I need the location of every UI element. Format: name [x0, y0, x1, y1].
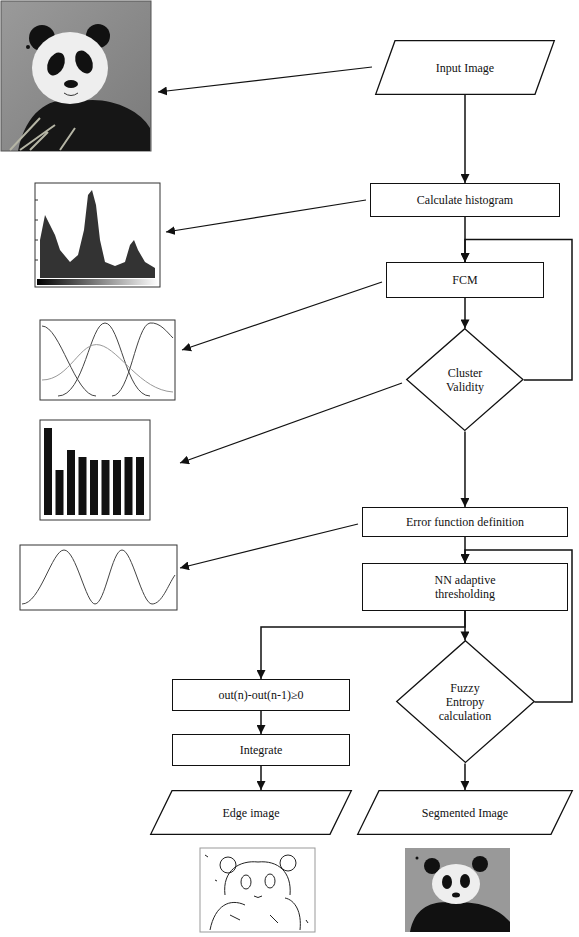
process-box: Error function definition: [362, 507, 568, 537]
shape-outline: [151, 791, 352, 835]
panda-eye: [44, 50, 69, 79]
flow-arrow: [464, 298, 466, 328]
edge-contour: [210, 896, 300, 930]
leader-arrow: [182, 282, 382, 350]
bar: [102, 460, 110, 515]
membership-curve: [42, 345, 173, 392]
bar: [125, 457, 133, 515]
flow-arrow: [464, 611, 466, 640]
bamboo: [10, 118, 75, 150]
segment-nose: [452, 893, 460, 898]
image-frame: [200, 848, 315, 932]
panda-nose: [64, 80, 78, 88]
leader-arrow: [180, 524, 358, 568]
edge-dots: [205, 855, 308, 923]
shape-outline: [396, 641, 533, 763]
io-parallelogram: Segmented Image: [357, 790, 573, 835]
image-frame: [405, 848, 510, 932]
leader-arrow: [166, 200, 366, 232]
flow-arrow: [260, 711, 262, 734]
membership-curve: [42, 326, 96, 396]
bar: [67, 450, 75, 515]
error-function-plot: [20, 545, 177, 610]
process-box: FCM: [386, 262, 544, 298]
flow-arrow: [464, 432, 466, 507]
node-text: out(n)-out(n-1)≥0: [218, 688, 303, 702]
validity-bar-chart: [40, 420, 150, 520]
node-text: Input Image: [436, 61, 494, 75]
edge-contour: [265, 874, 275, 888]
node-text: Segmented Image: [422, 806, 508, 820]
node-text: Calculate histogram: [417, 193, 513, 207]
bar: [56, 470, 64, 515]
process-box: NN adaptive thresholding: [362, 563, 568, 611]
histogram-plot: [35, 183, 160, 287]
bar: [136, 457, 144, 515]
plot-frame: [35, 183, 160, 287]
panda-photo: [1, 1, 151, 151]
leader-arrow: [180, 383, 402, 463]
node-text: Fuzzy Entropy calculation: [432, 681, 498, 723]
decision-diamond: Fuzzy Entropy calculation: [396, 640, 535, 763]
segment-dot: [416, 857, 419, 860]
segment-head: [432, 864, 480, 904]
segment-ear: [472, 856, 488, 872]
node-text: Integrate: [240, 743, 283, 757]
io-parallelogram: Edge image: [150, 790, 352, 835]
node-text: FCM: [452, 273, 477, 287]
segment-eye: [460, 874, 470, 888]
panda-head: [32, 32, 108, 104]
flow-arrow: [260, 766, 262, 790]
segmented-image: [405, 848, 510, 932]
bar: [113, 460, 121, 515]
histogram-bars: [40, 190, 155, 278]
bar: [44, 428, 52, 515]
edge-contour: [280, 855, 296, 871]
segment-body: [410, 902, 510, 932]
node-text: Error function definition: [406, 515, 524, 529]
shape-outline: [376, 41, 555, 95]
node-text: NN adaptive thresholding: [415, 573, 515, 601]
axis-ticks: [35, 200, 38, 260]
error-curve: [22, 550, 175, 604]
edge-contour: [220, 857, 236, 873]
membership-plot: [40, 320, 175, 400]
process-box: Integrate: [172, 734, 350, 766]
segment-eye: [442, 875, 452, 889]
edge-image: [200, 848, 315, 932]
bar: [90, 460, 98, 515]
photo-frame: [1, 1, 151, 151]
flow-arrow: [464, 95, 466, 183]
edge-contour: [225, 862, 291, 895]
panda-mouth: [64, 93, 78, 96]
leader-arrow: [158, 67, 372, 92]
edge-contour: [241, 875, 251, 889]
plot-frame: [40, 420, 150, 520]
leader-arrows: [158, 67, 402, 568]
io-parallelogram: Input Image: [375, 40, 555, 95]
bar: [79, 457, 87, 515]
shape-outline: [358, 791, 573, 835]
panda-eye: [72, 48, 97, 77]
process-box: Calculate histogram: [370, 183, 560, 217]
node-text: Edge image: [223, 806, 280, 820]
shape-outline: [407, 329, 523, 431]
flow-arrow: [464, 764, 466, 790]
plot-frame: [40, 320, 175, 400]
process-box: out(n)-out(n-1)≥0: [172, 679, 350, 711]
membership-curve: [58, 323, 150, 396]
decision-diamond: Cluster Validity: [406, 328, 524, 431]
gray-scale-bar: [37, 279, 158, 285]
node-text: Cluster Validity: [435, 366, 495, 394]
plot-frame: [20, 545, 177, 610]
photo-dot: [26, 45, 30, 49]
